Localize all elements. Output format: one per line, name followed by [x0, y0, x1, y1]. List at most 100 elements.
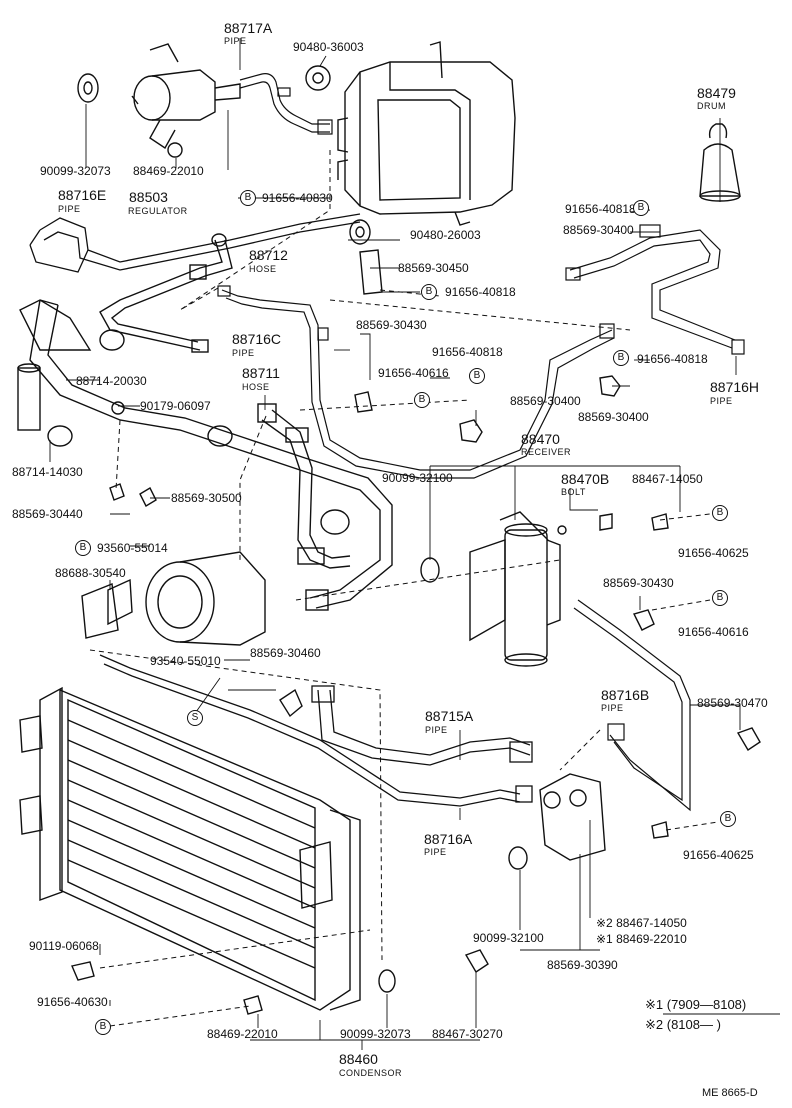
part-label-88714-20030: 88714-20030	[76, 374, 147, 388]
part-label-88569-30390: 88569-30390	[547, 958, 618, 972]
part-label-88715A: 88715A	[425, 708, 474, 724]
part-desc-88712: HOSE	[249, 264, 277, 274]
part-label-91656-40818-d: 91656-40818	[637, 352, 708, 366]
part-label-88716A: 88716A	[424, 831, 473, 847]
part-label-88716E: 88716E	[58, 187, 107, 203]
symbol-b-91656-40616-a: B	[469, 368, 485, 384]
part-label-88569-30430-b: 88569-30430	[603, 576, 674, 590]
part-label-88712: 88712	[249, 247, 288, 263]
part-desc-88715A: PIPE	[425, 725, 448, 735]
symbol-b-91656-40625-b: B	[720, 811, 736, 827]
part-desc-88716H: PIPE	[710, 396, 733, 406]
pipe-88716C-drawing	[217, 285, 615, 479]
part-label-88469-22010-top: 88469-22010	[133, 164, 204, 178]
part-label-90480-36003: 90480-36003	[293, 40, 364, 54]
part-label-88569-30460: 88569-30460	[250, 646, 321, 660]
symbol-b-91656-40818-a: B	[633, 200, 649, 216]
part-label-88569-30500: 88569-30500	[171, 491, 242, 505]
part-label-91656-40625-b: 91656-40625	[683, 848, 754, 862]
grommets	[77, 65, 528, 993]
part-label-90099-32100-a: 90099-32100	[382, 471, 453, 485]
receiver-drawing	[469, 511, 567, 667]
cooling-unit-drawing	[337, 41, 516, 226]
symbol-s-93540-55010: S	[187, 710, 203, 726]
symbol-b-91656-40818-b: B	[421, 284, 437, 300]
symbol-b-91656-40616-b: B	[712, 590, 728, 606]
part-label-88460: 88460	[339, 1051, 378, 1067]
pipe-88716A-drawing	[99, 654, 533, 807]
dashed-leaders	[89, 150, 719, 1027]
part-label-88711: 88711	[242, 365, 280, 381]
leader-lines	[49, 38, 780, 1050]
part-label-90480-26003: 90480-26003	[410, 228, 481, 242]
symbol-b-91656-40818-d: B	[613, 350, 629, 366]
part-label-88569-30400-b: 88569-30400	[510, 394, 581, 408]
suction-hose-loop-drawing	[17, 299, 393, 611]
part-label-88716H: 88716H	[710, 379, 760, 395]
part-desc-88470B: BOLT	[561, 487, 586, 497]
part-label-88717A: 88717A	[224, 20, 273, 36]
part-label-93540-55010: 93540-55010	[150, 654, 221, 668]
part-label-88479: 88479	[697, 85, 736, 101]
regulator-drawing	[131, 43, 241, 158]
part-desc-88716A: PIPE	[424, 847, 447, 857]
part-label-88470: 88470	[521, 431, 560, 447]
symbol-b-91656-40625-a: B	[712, 505, 728, 521]
part-label-88569-30470: 88569-30470	[697, 696, 768, 710]
part-label-88469-22010-note: ※1 88469-22010	[596, 932, 687, 946]
part-label-91656-40630: 91656-40630	[37, 995, 108, 1009]
legend-note-2: ※2 (8108— )	[645, 1017, 721, 1032]
part-label-88467-30270: 88467-30270	[432, 1027, 503, 1041]
part-label-88569-30430-a: 88569-30430	[356, 318, 427, 332]
diagram-code: ME 8665-D	[702, 1087, 758, 1099]
part-label-88569-30400-a: 88569-30400	[563, 223, 634, 237]
legend-note-1: ※1 (7909—8108)	[645, 997, 747, 1012]
part-desc-88503: REGULATOR	[128, 206, 188, 216]
pipe-88716H-drawing	[565, 224, 745, 355]
pipe-88716B-drawing	[573, 599, 691, 812]
part-label-91656-40625-a: 91656-40625	[678, 546, 749, 560]
part-label-90099-32073-top: 90099-32073	[40, 164, 111, 178]
symbol-b-clamp: B	[414, 392, 430, 408]
fitting-block-drawing	[539, 773, 606, 861]
part-label-88470B: 88470B	[561, 471, 610, 487]
pipe-88717A-drawing	[239, 73, 333, 135]
part-desc-88716B: PIPE	[601, 703, 624, 713]
part-label-91656-40818-c: 91656-40818	[432, 345, 503, 359]
part-desc-88460: CONDENSOR	[339, 1068, 403, 1078]
pipe-88715A-drawing	[311, 685, 533, 766]
condenser-drawing	[19, 686, 361, 1011]
part-label-88716B: 88716B	[601, 687, 650, 703]
part-label-88716C: 88716C	[232, 331, 282, 347]
part-label-91656-40830: 91656-40830	[262, 191, 333, 205]
hose-88711-drawing	[257, 403, 351, 569]
part-desc-88470: RECEIVER	[521, 447, 572, 457]
part-label-88688-30540: 88688-30540	[55, 566, 126, 580]
part-label-91656-40616-b: 91656-40616	[678, 625, 749, 639]
part-desc-88716C: PIPE	[232, 348, 255, 358]
part-label-91656-40818-b: 91656-40818	[445, 285, 516, 299]
part-label-90179-06097: 90179-06097	[140, 399, 211, 413]
part-desc-88479: DRUM	[697, 101, 726, 111]
part-label-88469-22010-bot: 88469-22010	[207, 1027, 278, 1041]
part-label-88569-30450: 88569-30450	[398, 261, 469, 275]
part-desc-88717A: PIPE	[224, 36, 247, 46]
symbol-b-93560-55014: B	[75, 540, 91, 556]
part-label-93560-55014: 93560-55014	[97, 541, 168, 555]
part-label-88503: 88503	[129, 189, 168, 205]
part-label-91656-40616-a: 91656-40616	[378, 366, 449, 380]
compressor-drawing	[81, 551, 266, 646]
part-label-88569-30440: 88569-30440	[12, 507, 83, 521]
pipe-88716E-drawing	[29, 213, 361, 273]
symbol-b-91656-40630: B	[95, 1019, 111, 1035]
part-label-90099-32100-b: 90099-32100	[473, 931, 544, 945]
part-label-90119-06068: 90119-06068	[29, 939, 99, 953]
part-label-88569-30400-c: 88569-30400	[578, 410, 649, 424]
part-label-88467-14050: 88467-14050	[632, 472, 703, 486]
part-desc-88716E: PIPE	[58, 204, 81, 214]
part-label-88467-14050-note: ※2 88467-14050	[596, 916, 687, 930]
part-label-88714-14030: 88714-14030	[12, 465, 83, 479]
symbol-b-91656-40830: B	[240, 190, 256, 206]
